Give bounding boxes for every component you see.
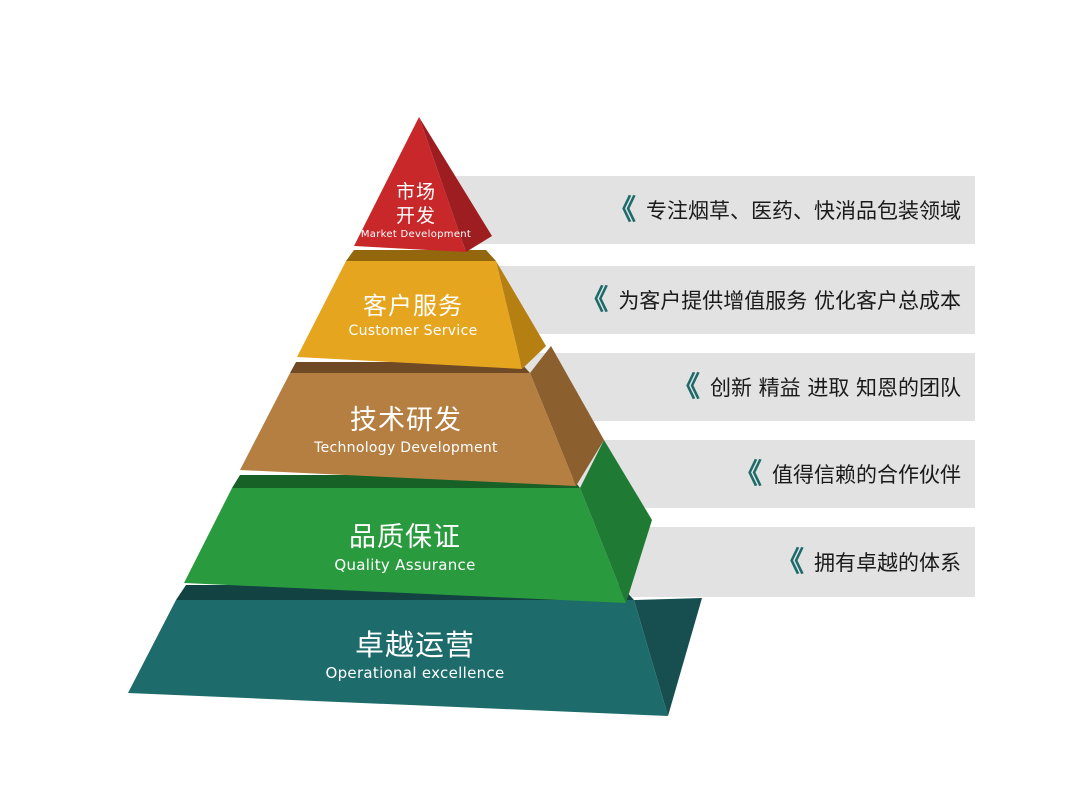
pyramid-level-technology bbox=[240, 346, 604, 486]
pyramid-level-market bbox=[354, 117, 492, 252]
level-title-en: Market Development bbox=[360, 229, 472, 240]
description-text-4: 值得信赖的合作伙伴 bbox=[772, 463, 961, 487]
chevron-left-icon: 《 bbox=[580, 283, 609, 316]
description-text-2: 为客户提供增值服务 优化客户总成本 bbox=[618, 289, 961, 313]
level-front-face bbox=[297, 261, 522, 369]
description-text-5: 拥有卓越的体系 bbox=[814, 551, 961, 575]
pyramid-level-quality bbox=[184, 440, 652, 603]
level-title-zh: 客户服务 bbox=[363, 292, 463, 320]
description-bar-1: 《 专注烟草、医药、快消品包装领域 bbox=[440, 176, 975, 244]
level-title-zh-line1: 市场 bbox=[395, 181, 436, 203]
level-front-face bbox=[354, 117, 466, 252]
chevron-left-icon: 《 bbox=[607, 193, 636, 226]
level-side-face bbox=[419, 117, 492, 252]
description-text-1: 专注烟草、医药、快消品包装领域 bbox=[646, 199, 961, 223]
level-title-en: Technology Development bbox=[314, 440, 498, 456]
level-label-customer: 客户服务 Customer Service bbox=[333, 291, 493, 341]
level-side-face bbox=[580, 440, 652, 603]
level-front-face bbox=[184, 488, 626, 603]
level-side-face bbox=[634, 598, 702, 716]
level-top-face bbox=[346, 250, 496, 261]
level-title-zh-line2: 开发 bbox=[395, 205, 436, 227]
level-label-operational: 卓越运营 Operational excellence bbox=[270, 628, 560, 684]
level-title-en: Operational excellence bbox=[325, 664, 505, 682]
chevron-left-icon: 《 bbox=[671, 370, 700, 403]
level-label-quality: 品质保证 Quality Assurance bbox=[280, 522, 530, 576]
level-title-zh: 卓越运营 bbox=[354, 628, 475, 662]
level-front-face bbox=[240, 373, 576, 486]
level-title-en: Quality Assurance bbox=[334, 556, 476, 574]
chevron-left-icon: 《 bbox=[775, 545, 804, 578]
chevron-left-icon: 《 bbox=[733, 457, 762, 490]
level-side-face bbox=[530, 346, 604, 486]
level-side-face bbox=[496, 261, 546, 369]
level-label-market: 市场 开发 Market Development bbox=[360, 180, 472, 242]
level-front-face bbox=[128, 600, 668, 716]
level-label-technology: 技术研发 Technology Development bbox=[296, 405, 516, 459]
pyramid-level-customer bbox=[297, 250, 546, 369]
level-title-zh: 技术研发 bbox=[350, 405, 462, 436]
description-text-3: 创新 精益 进取 知恩的团队 bbox=[709, 376, 961, 400]
level-title-zh: 品质保证 bbox=[349, 522, 461, 553]
level-title-en: Customer Service bbox=[348, 323, 478, 339]
